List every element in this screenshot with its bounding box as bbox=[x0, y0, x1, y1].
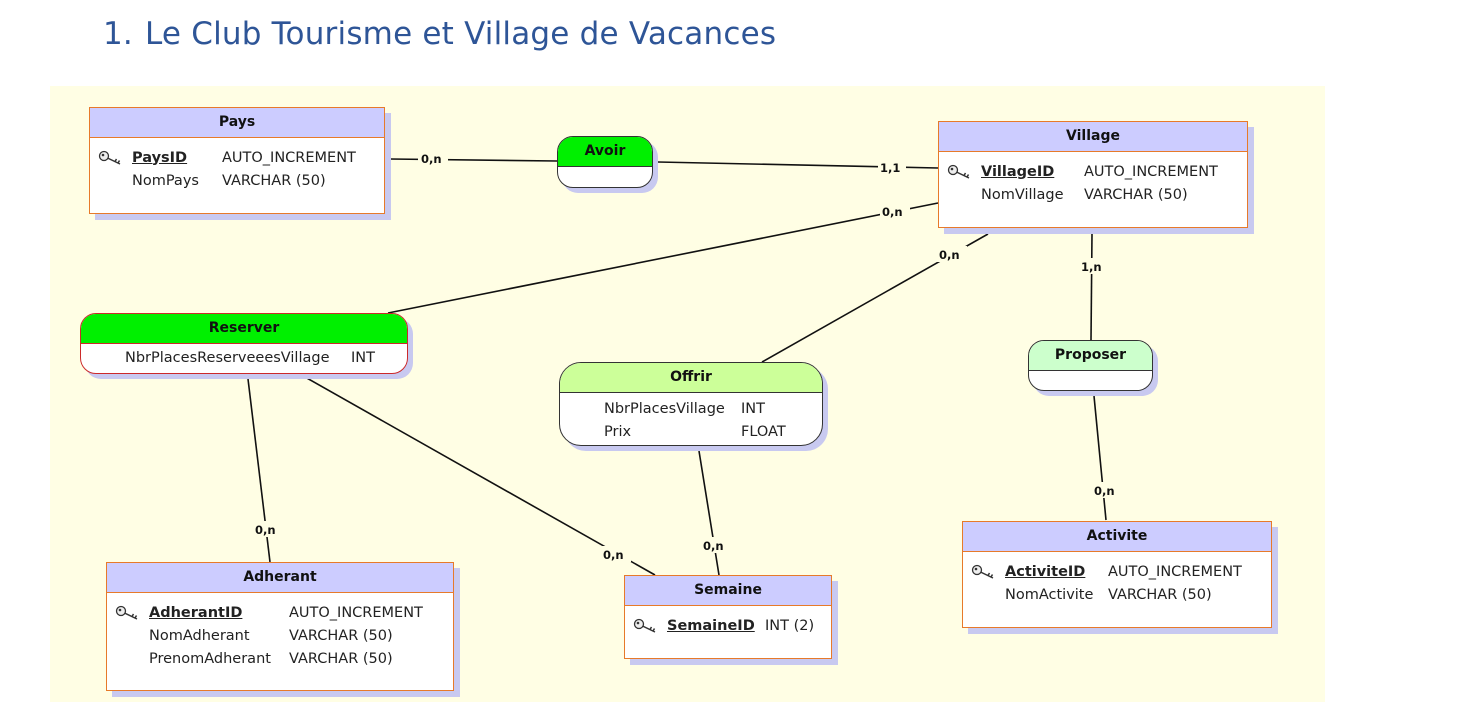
association-avoir[interactable]: Avoir bbox=[557, 136, 653, 188]
entity-semaine-header: Semaine bbox=[625, 576, 831, 606]
key-icon bbox=[633, 618, 656, 633]
entity-activite-field-pk: ActiviteID AUTO_INCREMENT bbox=[971, 560, 1263, 583]
field-name: NbrPlacesReserveeesVillage bbox=[125, 349, 330, 366]
field-type: VARCHAR (50) bbox=[289, 650, 393, 667]
entity-pays-header: Pays bbox=[90, 108, 384, 138]
field-name: NomActivite bbox=[1005, 586, 1094, 603]
entity-village[interactable]: Village VillageID AUTO_INCREMENT NomVill… bbox=[938, 121, 1248, 228]
field-name: NomAdherant bbox=[149, 627, 250, 644]
entity-semaine[interactable]: Semaine SemaineID INT (2) bbox=[624, 575, 832, 659]
entity-village-field: NomVillage VARCHAR (50) bbox=[947, 183, 1239, 206]
association-proposer[interactable]: Proposer bbox=[1028, 340, 1153, 391]
entity-pays-field-pk: PaysID AUTO_INCREMENT bbox=[98, 146, 376, 169]
section-number: 1. bbox=[103, 16, 133, 52]
association-offrir-header: Offrir bbox=[560, 363, 822, 393]
field-name: Prix bbox=[604, 423, 632, 440]
field-type: VARCHAR (50) bbox=[222, 172, 326, 189]
association-offrir-field: Prix FLOAT bbox=[604, 420, 812, 443]
field-type: INT bbox=[351, 349, 375, 366]
entity-adherant-field-pk: AdherantID AUTO_INCREMENT bbox=[115, 601, 445, 624]
key-icon bbox=[947, 164, 970, 179]
field-name: PrenomAdherant bbox=[149, 650, 271, 667]
entity-activite[interactable]: Activite ActiviteID AUTO_INCREMENT NomAc… bbox=[962, 521, 1272, 628]
field-type: AUTO_INCREMENT bbox=[222, 149, 356, 166]
association-proposer-header: Proposer bbox=[1029, 341, 1152, 371]
entity-activite-header: Activite bbox=[963, 522, 1271, 552]
association-reserver-field: NbrPlacesReserveeesVillage INT bbox=[125, 346, 397, 369]
association-offrir-field: NbrPlacesVillage INT bbox=[604, 397, 812, 420]
entity-adherant-header: Adherant bbox=[107, 563, 453, 593]
field-name: SemaineID bbox=[667, 617, 755, 634]
field-type: FLOAT bbox=[741, 423, 786, 440]
field-type: INT bbox=[741, 400, 765, 417]
section-title: Le Club Tourisme et Village de Vacances bbox=[144, 16, 777, 52]
field-name: PaysID bbox=[132, 149, 188, 166]
document-title: 1. Le Club Tourisme et Village de Vacance… bbox=[103, 16, 776, 52]
field-name: AdherantID bbox=[149, 604, 243, 621]
entity-pays-field: NomPays VARCHAR (50) bbox=[98, 169, 376, 192]
key-icon bbox=[115, 605, 138, 620]
association-avoir-header: Avoir bbox=[558, 137, 652, 167]
key-icon bbox=[971, 564, 994, 579]
association-offrir[interactable]: Offrir NbrPlacesVillage INT Prix FLOAT bbox=[559, 362, 823, 446]
field-name: ActiviteID bbox=[1005, 563, 1086, 580]
entity-adherant-field: NomAdherant VARCHAR (50) bbox=[115, 624, 445, 647]
field-name: NbrPlacesVillage bbox=[604, 400, 725, 417]
field-type: AUTO_INCREMENT bbox=[1108, 563, 1242, 580]
entity-village-field-pk: VillageID AUTO_INCREMENT bbox=[947, 160, 1239, 183]
field-type: VARCHAR (50) bbox=[289, 627, 393, 644]
association-reserver[interactable]: Reserver NbrPlacesReserveeesVillage INT bbox=[80, 313, 408, 374]
key-icon bbox=[98, 150, 121, 165]
field-name: NomPays bbox=[132, 172, 199, 189]
field-type: VARCHAR (50) bbox=[1084, 186, 1188, 203]
field-type: AUTO_INCREMENT bbox=[289, 604, 423, 621]
entity-village-header: Village bbox=[939, 122, 1247, 152]
entity-activite-field: NomActivite VARCHAR (50) bbox=[971, 583, 1263, 606]
entity-pays[interactable]: Pays PaysID AUTO_INCREMENT NomPays VARCH… bbox=[89, 107, 385, 214]
field-type: INT (2) bbox=[765, 617, 815, 634]
field-name: NomVillage bbox=[981, 186, 1064, 203]
entity-adherant[interactable]: Adherant AdherantID AUTO_INCREMENT NomAd… bbox=[106, 562, 454, 691]
field-type: VARCHAR (50) bbox=[1108, 586, 1212, 603]
field-name: VillageID bbox=[981, 163, 1055, 180]
entity-adherant-field: PrenomAdherant VARCHAR (50) bbox=[115, 647, 445, 670]
entity-semaine-field-pk: SemaineID INT (2) bbox=[633, 614, 823, 637]
field-type: AUTO_INCREMENT bbox=[1084, 163, 1218, 180]
association-reserver-header: Reserver bbox=[81, 314, 407, 344]
